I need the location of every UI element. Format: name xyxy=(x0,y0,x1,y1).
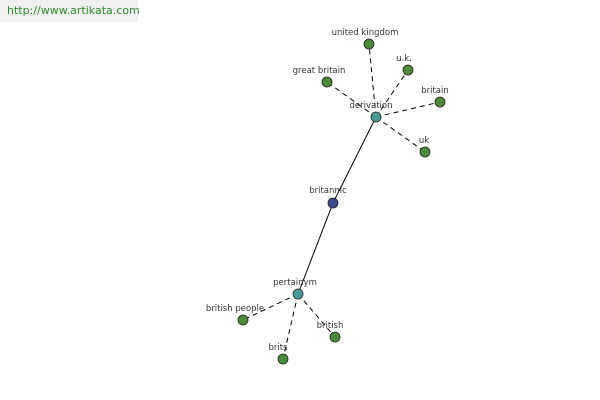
node-label-great-britain: great britain xyxy=(293,66,346,76)
node-brits[interactable] xyxy=(277,353,289,365)
node-label-brits: brits xyxy=(268,343,288,353)
edge-pertainym-british xyxy=(297,293,336,338)
edge-britannic-pertainym xyxy=(297,202,334,295)
labels-layer: britannic derivation pertainym united kingd… xyxy=(206,28,449,353)
edge-derivation-uk xyxy=(375,116,426,153)
nodes-layer xyxy=(237,38,446,365)
source-url[interactable]: http://www.artikata.com xyxy=(0,0,140,22)
node-british[interactable] xyxy=(329,331,341,343)
edge-derivation-united-kingdom xyxy=(368,43,377,118)
node-label-britannic: britannic xyxy=(309,186,347,196)
node-label-british: british xyxy=(317,321,344,331)
edge-derivation-great-britain xyxy=(326,81,377,118)
edge-pertainym-british-people xyxy=(242,293,299,321)
node-great-britain[interactable] xyxy=(321,76,333,88)
node-u-k[interactable] xyxy=(402,64,414,76)
node-united-kingdom[interactable] xyxy=(363,38,375,50)
node-label-derivation: derivation xyxy=(349,101,392,111)
edges-layer xyxy=(242,43,441,360)
node-label-u-k: u.k. xyxy=(396,54,412,64)
node-pertainym[interactable] xyxy=(292,288,304,300)
node-britannic[interactable] xyxy=(327,197,339,209)
node-label-britain: britain xyxy=(421,86,449,96)
node-britain[interactable] xyxy=(434,96,446,108)
node-derivation[interactable] xyxy=(370,111,382,123)
edge-derivation-u-k xyxy=(375,69,409,118)
node-label-uk: uk xyxy=(419,136,429,146)
edge-derivation-britain xyxy=(375,101,441,118)
edge-pertainym-brits xyxy=(282,293,299,360)
node-label-pertainym: pertainym xyxy=(273,278,317,288)
node-british-people[interactable] xyxy=(237,314,249,326)
edge-britannic-derivation xyxy=(332,116,377,204)
node-label-united-kingdom: united kingdom xyxy=(332,28,399,38)
node-uk[interactable] xyxy=(419,146,431,158)
node-label-british-people: british people xyxy=(206,304,264,314)
